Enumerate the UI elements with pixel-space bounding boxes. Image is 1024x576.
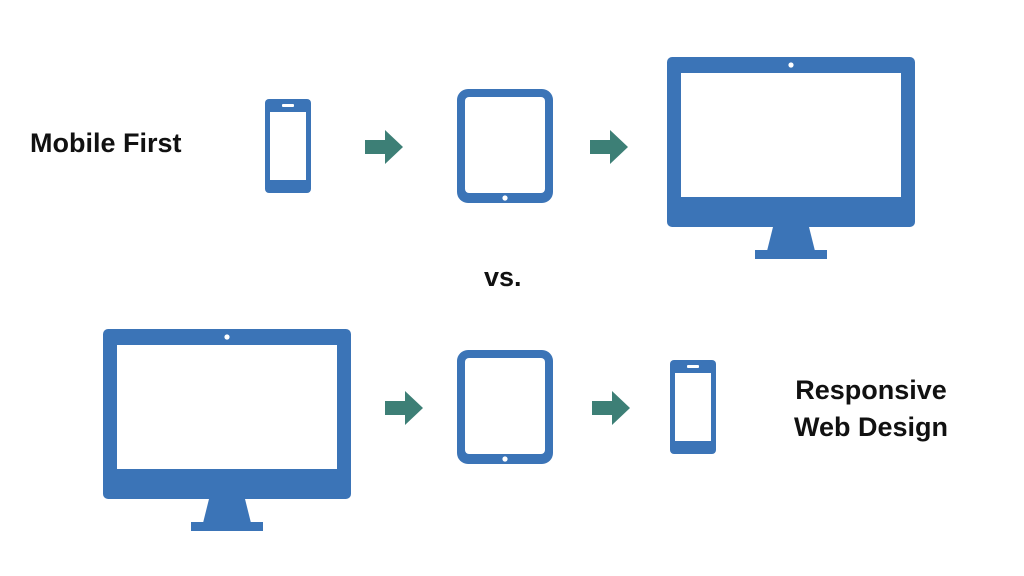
phone-icon (670, 360, 716, 454)
versus-label: vs. (484, 262, 522, 292)
arrow-right-icon (385, 391, 423, 425)
responsive-label-line-2: Web Design (793, 412, 949, 442)
desktop-monitor-icon (103, 329, 351, 531)
phone-icon (265, 99, 311, 193)
tablet-icon (457, 350, 553, 464)
desktop-monitor-icon (667, 57, 915, 259)
arrow-right-icon (590, 130, 628, 164)
mobile-first-label: Mobile First (30, 128, 182, 158)
tablet-icon (457, 89, 553, 203)
responsive-label-line-1: Responsive (795, 375, 947, 405)
responsive-web-design-label: Responsive Web Design (786, 372, 956, 446)
arrow-right-icon (365, 130, 403, 164)
arrow-right-icon (592, 391, 630, 425)
